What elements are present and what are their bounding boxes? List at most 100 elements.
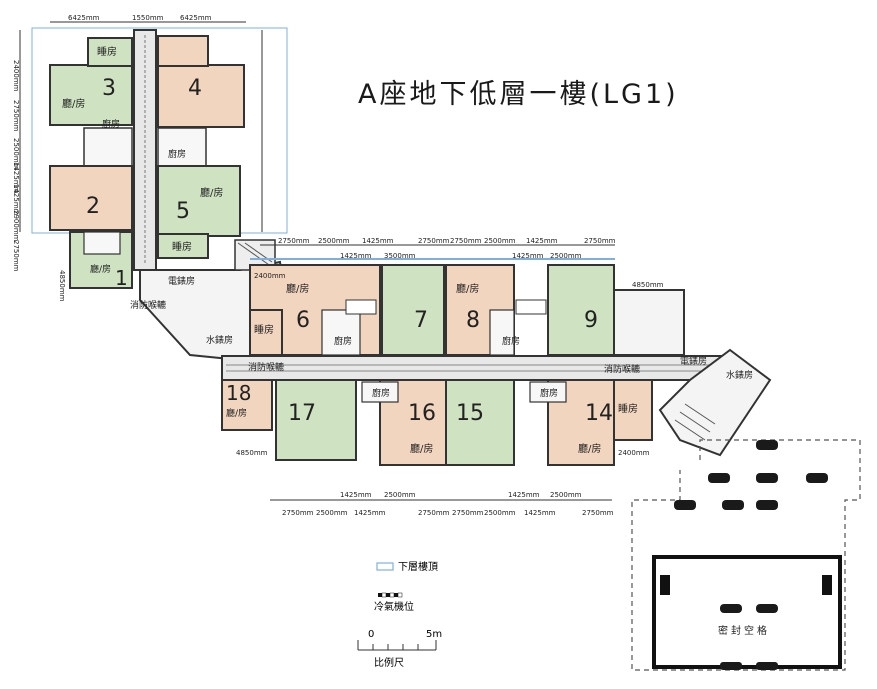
dim-text: 2400mm	[254, 272, 286, 280]
room-label: 廳/房	[226, 407, 247, 419]
dim-text: 2500mm	[550, 252, 582, 260]
unit-2	[49, 165, 133, 231]
dim-text: 2500mm	[550, 491, 582, 499]
dim-text: 6425mm	[180, 14, 212, 22]
unit-number: 18	[226, 381, 251, 405]
unit-17	[275, 379, 357, 461]
scale-bar	[357, 640, 437, 651]
dim-text: 1425mm	[340, 252, 372, 260]
unit-number: 6	[296, 308, 310, 333]
room-label: 廚房	[540, 387, 558, 399]
dim-text: 2750mm	[12, 100, 20, 132]
unit-number: 15	[456, 401, 484, 426]
dim-text: 2500mm	[316, 509, 348, 517]
dim-text: 1425mm	[12, 162, 20, 194]
room-label: 睡房	[97, 45, 117, 58]
room-label: 廚房	[168, 148, 186, 160]
dim-text: 2750mm	[282, 509, 314, 517]
room-label: 消防喉轆	[604, 363, 640, 375]
unit-15	[445, 379, 515, 466]
unit-number: 16	[408, 401, 436, 426]
dim-text: 2500mm	[12, 138, 20, 170]
unit-number: 9	[584, 308, 598, 333]
unit-number: 4	[188, 76, 202, 101]
dim-text: 3500mm	[384, 252, 416, 260]
dim-text: 2500mm	[484, 237, 516, 245]
dim-text: 1425mm	[526, 237, 558, 245]
dim-text: 2500mm	[384, 491, 416, 499]
room-label: 電錶房	[168, 275, 195, 287]
legend-ceiling-swatch	[376, 562, 394, 571]
dim-text: 2750mm	[418, 509, 450, 517]
unit-6-bedroom	[249, 309, 283, 356]
room-label: 電錶房	[680, 355, 707, 367]
dim-text: 2500mm	[484, 509, 516, 517]
dim-text: 6425mm	[68, 14, 100, 22]
unit-14-bedroom	[613, 379, 653, 441]
column-markers	[674, 440, 828, 510]
room-label: 水錶房	[206, 334, 233, 346]
sealed-void	[652, 555, 842, 669]
room-label: 廳/房	[62, 97, 85, 110]
room-label: 水錶房	[726, 369, 753, 381]
legend-ac-label: 冷氣機位	[374, 600, 414, 613]
dim-text: 1425mm	[340, 491, 372, 499]
dim-text: 1425mm	[354, 509, 386, 517]
dim-text: 2750mm	[582, 509, 614, 517]
unit-number: 8	[466, 308, 480, 333]
room-label: 廚房	[102, 118, 120, 130]
room-label: 廳/房	[410, 442, 433, 455]
scale-label: 比例尺	[374, 656, 404, 669]
east-annex	[613, 289, 685, 356]
dim-text: 4850mm	[58, 270, 66, 302]
room-label: 睡房	[618, 402, 638, 415]
page-title: A座地下低層一樓(LG1)	[358, 79, 679, 110]
room-label: 睡房	[172, 240, 192, 253]
room-label: 睡房	[254, 323, 274, 336]
unit-number: 7	[414, 308, 428, 333]
dim-text: 2750mm	[584, 237, 616, 245]
unit-number: 2	[86, 194, 100, 219]
room-label: 廳/房	[200, 186, 223, 199]
dim-text: 2750mm	[452, 509, 484, 517]
unit-number: 17	[288, 401, 316, 426]
dim-text: 2900mm	[12, 210, 20, 242]
dim-text: 2750mm	[12, 240, 20, 272]
unit-5	[157, 165, 241, 237]
dim-text: 1425mm	[512, 252, 544, 260]
room-label: 廳/房	[90, 263, 111, 275]
unit-3-kitchen	[83, 127, 133, 167]
room-label: 廳/房	[286, 282, 309, 295]
dim-text: 1425mm	[508, 491, 540, 499]
dim-text: 2750mm	[450, 237, 482, 245]
dim-text: 2400mm	[12, 60, 20, 92]
unit-number: 3	[102, 76, 116, 101]
unit-18	[221, 379, 273, 431]
unit-6-kitchen	[321, 309, 361, 356]
unit-3-bedroom	[87, 37, 133, 67]
room-label: 消防喉轆	[248, 361, 284, 373]
unit-1-bath	[83, 231, 121, 255]
room-label: 廳/房	[578, 442, 601, 455]
dim-text: 1425mm	[524, 509, 556, 517]
podium-outline	[631, 439, 861, 671]
room-label: 廳/房	[456, 282, 479, 295]
unit-7	[381, 264, 445, 356]
sealed-void-label: 密封空格	[718, 624, 770, 637]
dim-text: 2400mm	[618, 449, 650, 457]
scale-five: 5m	[426, 629, 442, 640]
unit-16-kitchen	[361, 381, 399, 403]
room-label: 廚房	[502, 335, 520, 347]
main-corridor	[221, 355, 731, 381]
dim-text: 4850mm	[236, 449, 268, 457]
dim-text: 1425mm	[362, 237, 394, 245]
legend-ac-swatch	[378, 592, 403, 598]
unit-4-bedroom	[157, 35, 209, 67]
scale-zero: 0	[368, 629, 374, 640]
unit-8-kitchen	[489, 309, 515, 356]
room-label: 廚房	[334, 335, 352, 347]
unit-number: 14	[585, 401, 613, 426]
dim-text: 2750mm	[418, 237, 450, 245]
dim-text: 4850mm	[632, 281, 664, 289]
